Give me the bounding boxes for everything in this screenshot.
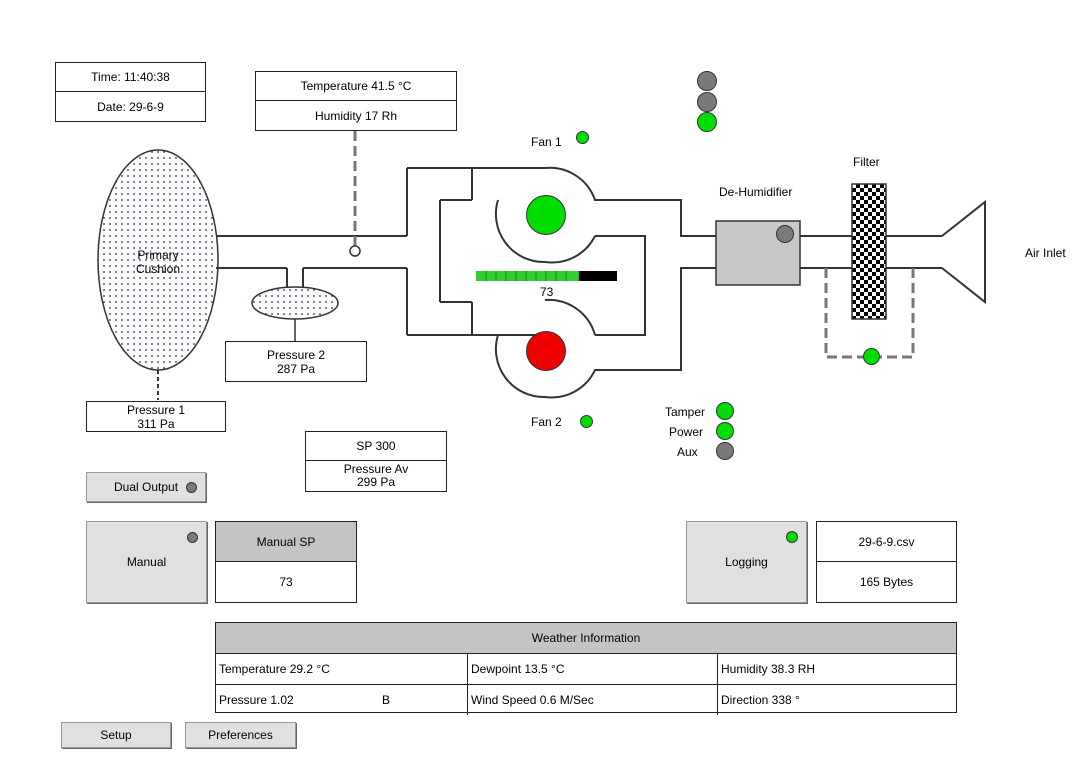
cushion-label-line1: Primary	[137, 248, 179, 262]
weather-title: Weather Information	[216, 623, 956, 654]
weather-pressure-unit: B	[382, 693, 391, 707]
pressure-1-value: 311 Pa	[137, 416, 175, 431]
pressure-average: Pressure Av 299 Pa	[306, 461, 446, 491]
logging-label: Logging	[725, 555, 768, 569]
weather-pressure-cell: Pressure 1.02 B	[216, 685, 468, 715]
traffic-light-bottom	[697, 112, 717, 132]
pressure-average-title: Pressure Av	[343, 462, 409, 476]
tamper-label: Tamper	[665, 405, 706, 419]
preferences-button[interactable]: Preferences	[185, 722, 296, 748]
pressure-2-panel: Pressure 2 287 Pa	[225, 341, 367, 382]
setup-button[interactable]: Setup	[61, 722, 171, 748]
pressure-1-title: Pressure 1	[126, 402, 186, 417]
power-indicator	[716, 422, 734, 440]
filter-bypass-indicator	[863, 348, 880, 365]
tamper-indicator	[716, 402, 734, 420]
pressure-2-title: Pressure 2	[266, 347, 326, 362]
aux-label: Aux	[677, 445, 698, 459]
setpoint-value: SP 300	[306, 432, 446, 461]
dehumidifier-indicator	[776, 225, 794, 243]
logging-indicator	[786, 531, 798, 543]
log-filename: 29-6-9.csv	[817, 522, 956, 562]
fan-2-rotor	[526, 331, 566, 371]
weather-temperature: Temperature 29.2 °C	[216, 654, 468, 684]
table-row: Temperature 29.2 °C Dewpoint 13.5 °C Hum…	[216, 654, 956, 685]
dual-output-button[interactable]: Dual Output	[86, 472, 206, 502]
humidity-reading: Humidity 17 Rh	[314, 108, 398, 123]
log-size: 165 Bytes	[859, 575, 914, 589]
weather-direction: Direction 338 °	[721, 693, 800, 707]
fan-speed-value: 73	[540, 285, 554, 299]
pressure-2-value: 287 Pa	[276, 361, 316, 376]
manual-sp-value[interactable]: 73	[279, 575, 293, 589]
cushion-label: Primary Cushion	[120, 248, 196, 276]
manual-label: Manual	[126, 555, 167, 569]
filter-label: Filter	[853, 155, 880, 169]
manual-indicator	[187, 532, 198, 543]
air-inlet-label: Air Inlet	[1025, 246, 1066, 260]
setpoint-panel: SP 300 Pressure Av 299 Pa	[305, 431, 447, 492]
dual-output-label: Dual Output	[114, 480, 179, 494]
fan-1-indicator	[576, 131, 589, 144]
traffic-light-top	[697, 71, 717, 91]
manual-button[interactable]: Manual	[86, 521, 207, 603]
pressure-average-value: 299 Pa	[356, 475, 396, 489]
sensor-panel: Temperature 41.5 °C Humidity 17 Rh	[255, 71, 457, 131]
manual-sp-panel: Manual SP 73	[215, 521, 357, 603]
weather-dewpoint: Dewpoint 13.5 °C	[468, 654, 718, 684]
manual-sp-title: Manual SP	[216, 522, 356, 562]
traffic-light-middle	[697, 92, 717, 112]
dual-output-indicator	[186, 482, 197, 493]
log-file-panel: 29-6-9.csv 165 Bytes	[816, 521, 957, 603]
pressure-1-panel: Pressure 1 311 Pa	[86, 401, 226, 432]
power-label: Power	[669, 425, 704, 439]
table-row: Pressure 1.02 B Wind Speed 0.6 M/Sec Dir…	[216, 685, 956, 715]
aux-indicator	[716, 442, 734, 460]
logging-button[interactable]: Logging	[686, 521, 807, 603]
dehumidifier-label: De-Humidifier	[719, 185, 793, 199]
date-display: Date: 29-6-9	[97, 99, 164, 114]
cushion-label-line2: Cushion	[135, 262, 181, 276]
fan-2-indicator	[580, 415, 593, 428]
weather-pressure: Pressure 1.02	[219, 693, 294, 707]
fan-1-label: Fan 1	[531, 135, 562, 149]
temperature-reading: Temperature 41.5 °C	[256, 72, 456, 101]
weather-humidity: Humidity 38.3 RH	[721, 662, 816, 676]
time-display: Time: 11:40:38	[56, 63, 205, 92]
fan-2-label: Fan 2	[531, 415, 562, 429]
fan-1-rotor	[526, 195, 566, 235]
weather-table: Weather Information Temperature 29.2 °C …	[215, 622, 957, 715]
clock-panel: Time: 11:40:38 Date: 29-6-9	[55, 62, 206, 122]
weather-wind-speed: Wind Speed 0.6 M/Sec	[468, 685, 718, 715]
